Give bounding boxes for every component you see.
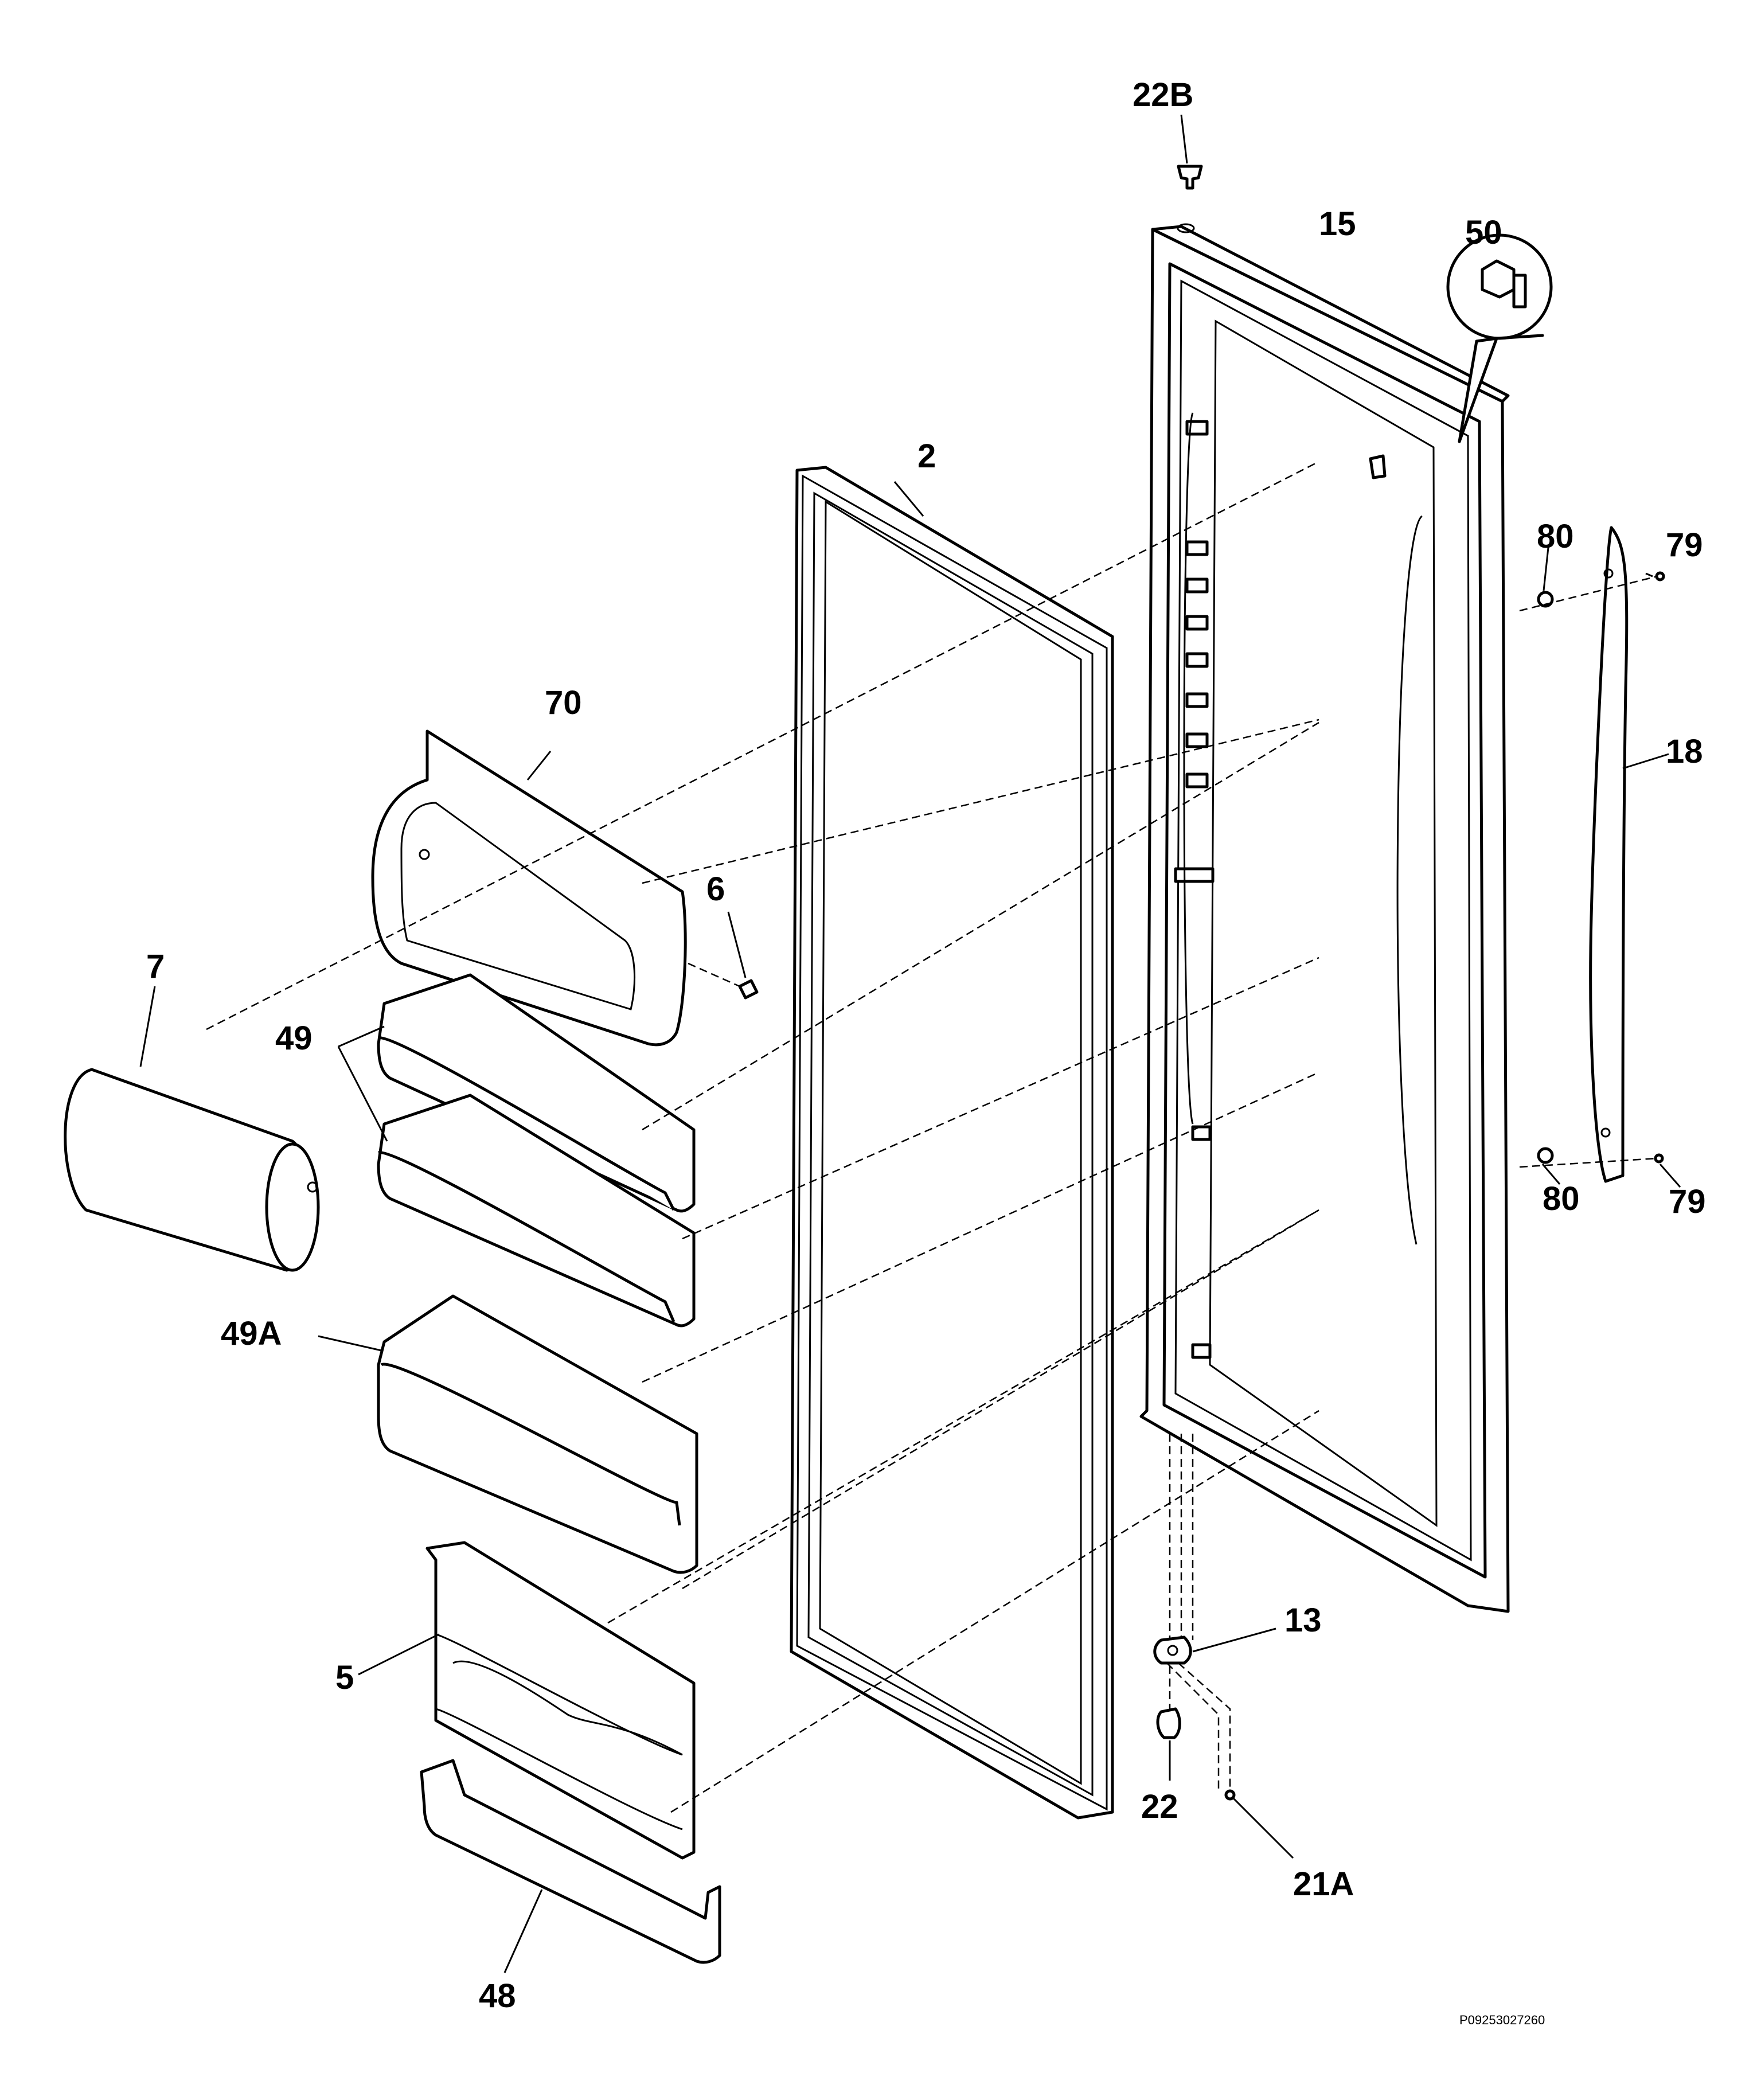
- handle-18: [1589, 526, 1669, 1183]
- shelf-48: [420, 1759, 721, 1973]
- container-7: [64, 986, 320, 1272]
- label-13: 13: [1284, 1602, 1322, 1639]
- door-bin-49a: [318, 1294, 698, 1574]
- label-49: 49: [275, 1020, 313, 1057]
- handle-screws: [1519, 547, 1681, 1188]
- door-bins-49: [337, 973, 696, 1328]
- assembly-lines: [206, 460, 1319, 1813]
- part-labels: 22B 15 50 2 80 79 18 80 79 70 6 7 49 49A…: [146, 76, 1706, 2027]
- label-49a: 49A: [221, 1315, 282, 1352]
- label-70: 70: [545, 684, 582, 721]
- label-79-top: 79: [1666, 526, 1703, 564]
- label-6: 6: [706, 871, 725, 908]
- label-48: 48: [479, 1977, 516, 2015]
- dairy-compartment-70: [371, 729, 687, 1047]
- shelf-frame-5: [358, 1541, 696, 1860]
- label-80-bottom: 80: [1543, 1180, 1580, 1217]
- label-22b: 22B: [1133, 76, 1193, 114]
- callout-50: [1369, 233, 1553, 479]
- reference-code: P09253027260: [1459, 2013, 1545, 2027]
- label-79-bottom: 79: [1669, 1183, 1706, 1220]
- plug-22b: [1177, 114, 1203, 190]
- label-50: 50: [1465, 214, 1502, 251]
- door-shelf-posts: [1174, 420, 1215, 1359]
- gasket-2: [790, 466, 1114, 1820]
- label-18: 18: [1666, 733, 1703, 770]
- hinge-parts: [1153, 1434, 1294, 1859]
- pin-6: [688, 911, 759, 1000]
- label-2: 2: [917, 438, 936, 475]
- label-21a: 21A: [1293, 1865, 1354, 1903]
- label-15: 15: [1319, 205, 1356, 243]
- label-80-top: 80: [1537, 518, 1574, 555]
- label-7: 7: [146, 948, 165, 985]
- label-5: 5: [335, 1659, 354, 1696]
- door-assembly: [1139, 223, 1510, 1613]
- label-22: 22: [1141, 1788, 1178, 1825]
